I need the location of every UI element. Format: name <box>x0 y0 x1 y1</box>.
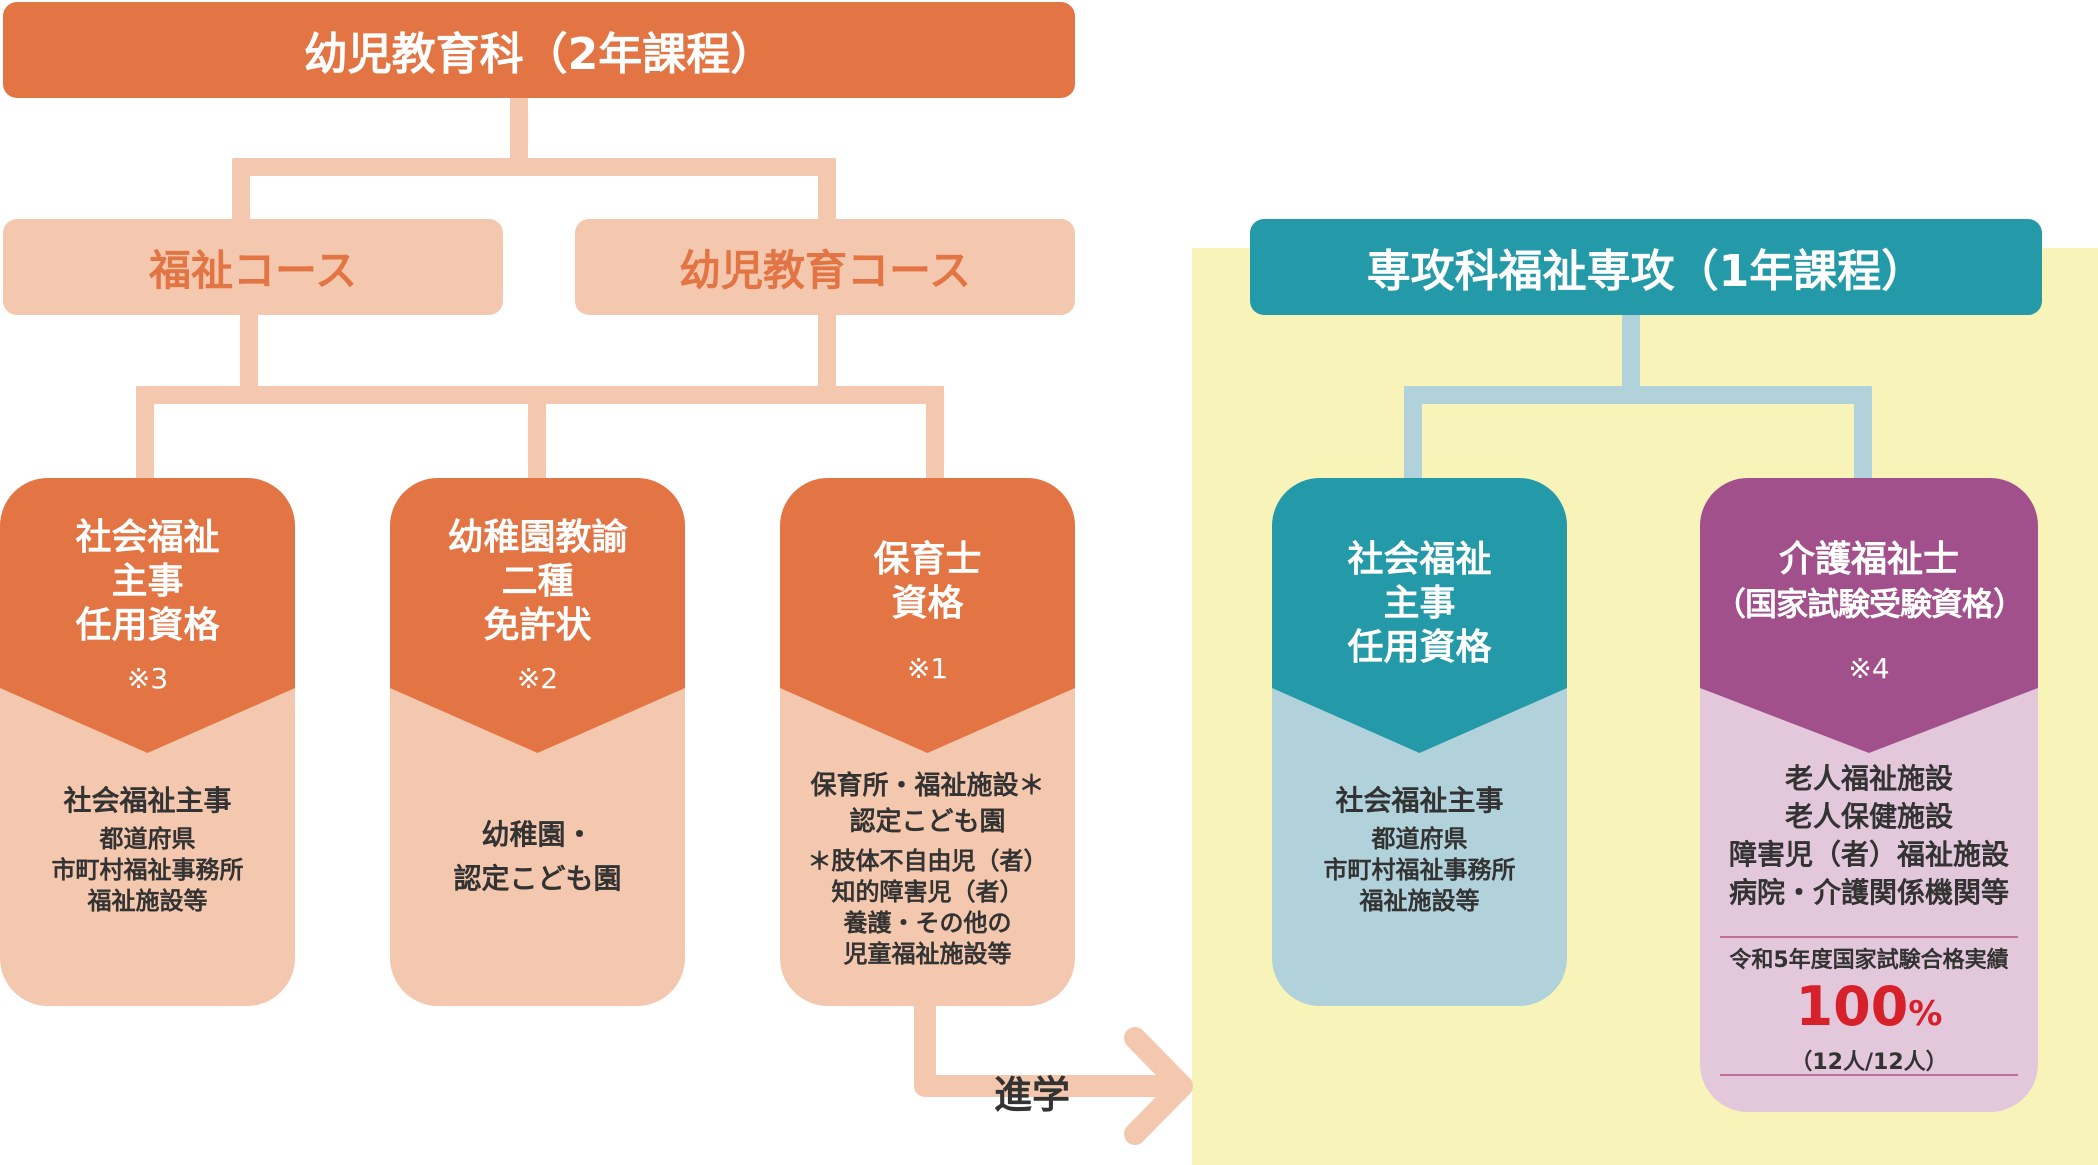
card-body-main: 幼稚園・ <box>481 818 594 851</box>
card-title-line: 社会福祉 <box>75 517 220 558</box>
connector <box>528 386 546 482</box>
card-title-line: 任用資格 <box>75 605 220 646</box>
exam-label: 令和5年度国家試験合格実績 <box>1729 948 2009 973</box>
card-title-line: 保育士 <box>873 539 982 580</box>
course-welfare: 福祉コース <box>3 219 503 315</box>
connector <box>1404 386 1422 482</box>
card-header-shape <box>390 478 685 753</box>
connector <box>510 96 528 166</box>
card-body-sub: 福祉施設等 <box>87 887 208 915</box>
card-note: ※3 <box>126 662 169 695</box>
card-body-main: 認定こども園 <box>453 862 622 895</box>
card-body-main: 社会福祉主事 <box>63 784 232 817</box>
qualification-card-social-welfare: 社会福祉 主事 任用資格 ※3 社会福祉主事 都道府県 市町村福祉事務所 福祉施… <box>0 478 295 1006</box>
card-note: ※2 <box>516 662 559 695</box>
card-title-line: 免許状 <box>483 605 592 646</box>
card-header-shape <box>1272 478 1567 753</box>
department-title: 幼児教育科（2年課程） <box>3 2 1075 98</box>
card-note: ※1 <box>906 652 949 685</box>
connector <box>240 312 258 396</box>
qualification-card-nursery-teacher: 保育士 資格 ※1 保育所・福祉施設＊ 認定こども園 ＊肢体不自由児（者） 知的… <box>780 478 1075 1006</box>
card-header-shape <box>780 478 1075 753</box>
card-body-sub: 児童福祉施設等 <box>843 940 1012 968</box>
card-title-line: 資格 <box>891 583 964 624</box>
card-body-main: 保育所・福祉施設＊ <box>810 771 1045 801</box>
course-early-childhood: 幼児教育コース <box>575 219 1075 315</box>
connector <box>136 386 154 482</box>
exam-detail: （12人/12人） <box>1790 1050 1948 1075</box>
connector <box>1854 386 1872 482</box>
advanced-course-title: 専攻科福祉専攻（1年課程） <box>1250 219 2042 315</box>
card-body-main: 認定こども園 <box>849 807 1006 837</box>
connector <box>232 158 836 176</box>
connector <box>232 158 250 224</box>
card-body-sub: 市町村福祉事務所 <box>51 856 244 884</box>
card-header-shape <box>0 478 295 753</box>
divider <box>1720 1074 2018 1076</box>
card-title-line: 介護福祉士 <box>1778 539 1959 580</box>
card-title-line: 社会福祉 <box>1347 539 1492 580</box>
connector <box>1622 312 1640 392</box>
card-body-main: 障害児（者）福祉施設 <box>1728 838 2009 871</box>
card-body-sub: ＊肢体不自由児（者） <box>807 847 1048 875</box>
card-title-line: 二種 <box>501 561 574 602</box>
exam-rate: 100% <box>1700 978 2038 1049</box>
card-note: ※4 <box>1848 652 1890 685</box>
card-title-line: 主事 <box>111 561 184 602</box>
connector <box>818 312 836 392</box>
card-title-line: 任用資格 <box>1347 627 1492 668</box>
exam-rate-unit: % <box>1908 994 1943 1034</box>
card-title-line: （国家試験受験資格） <box>1713 585 2025 623</box>
card-body-sub: 都道府県 <box>99 825 196 853</box>
card-title-line: 主事 <box>1383 583 1456 624</box>
card-body-sub: 福祉施設等 <box>1359 887 1480 915</box>
card-body-main: 病院・介護関係機関等 <box>1728 876 2009 909</box>
card-header-shape <box>1700 478 2038 753</box>
card-body-main: 老人保健施設 <box>1784 800 1953 833</box>
card-body-main: 社会福祉主事 <box>1335 784 1504 817</box>
qualification-card-social-welfare-advanced: 社会福祉 主事 任用資格 社会福祉主事 都道府県 市町村福祉事務所 福祉施設等 <box>1272 478 1567 1006</box>
qualification-card-kindergarten-teacher: 幼稚園教諭 二種 免許状 ※2 幼稚園・ 認定こども園 <box>390 478 685 1006</box>
connector <box>818 158 836 224</box>
card-body-sub: 市町村福祉事務所 <box>1323 856 1516 884</box>
exam-rate-value: 100 <box>1795 975 1909 1038</box>
progression-arrow <box>914 996 1193 1145</box>
card-body-sub: 養護・その他の <box>843 909 1012 937</box>
qualification-card-care-worker: 介護福祉士 （国家試験受験資格） ※4 老人福祉施設 老人保健施設 障害児（者）… <box>1700 478 2038 1112</box>
card-body-sub: 都道府県 <box>1371 825 1468 853</box>
card-body-sub: 知的障害児（者） <box>831 878 1024 906</box>
card-body-main: 老人福祉施設 <box>1784 762 1953 795</box>
connector <box>1404 386 1872 404</box>
divider <box>1720 936 2018 938</box>
progression-label: 進学 <box>994 1073 1071 1117</box>
connector <box>926 386 944 482</box>
card-title-line: 幼稚園教諭 <box>447 517 628 558</box>
